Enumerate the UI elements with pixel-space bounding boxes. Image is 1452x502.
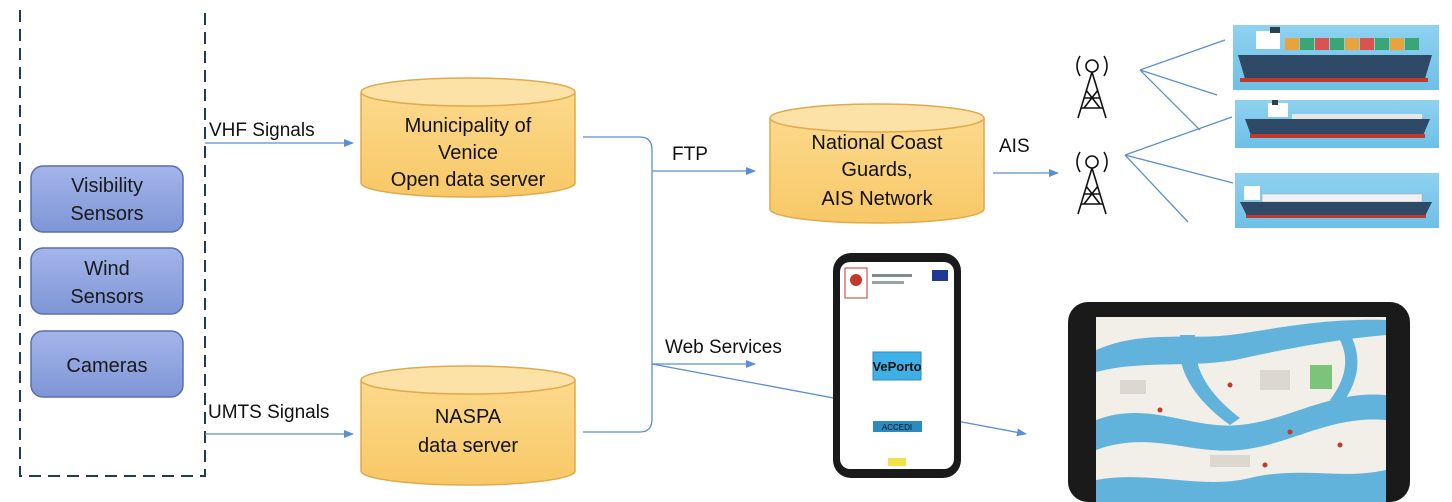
server-venice-line1: Municipality of	[405, 115, 532, 137]
antenna-tower-icon	[1076, 151, 1108, 215]
sensor-visibility-label-line2: Sensors	[70, 203, 143, 225]
server-naspa-line2: data server	[418, 435, 518, 457]
server-naspa: NASPA data server	[360, 365, 576, 486]
sensor-cameras: Cameras	[30, 330, 184, 398]
container-ship-icon	[1233, 25, 1439, 90]
sensor-visibility: Visibility Sensors	[30, 165, 184, 233]
tablet-icon	[1068, 302, 1410, 502]
sensor-wind: Wind Sensors	[30, 247, 184, 315]
sensor-wind-label-line1: Wind	[84, 258, 130, 280]
server-coast-line1: National Coast	[811, 132, 943, 154]
tanker-ship-icon	[1235, 100, 1439, 148]
sensor-wind-label-line2: Sensors	[70, 286, 143, 308]
server-coast-line3: AIS Network	[821, 188, 933, 210]
sensor-group	[19, 10, 206, 477]
cargo-ship-icon	[1235, 173, 1439, 228]
connectors	[205, 39, 1234, 438]
sensor-visibility-label-line1: Visibility	[71, 175, 143, 197]
server-coast-line2: Guards,	[841, 159, 912, 181]
server-naspa-line1: NASPA	[435, 406, 502, 428]
sensor-cameras-label: Cameras	[66, 355, 147, 377]
ais-label: AIS	[999, 136, 1030, 157]
smartphone-icon: VePorto ACCEDI	[833, 253, 961, 478]
app-name: VePorto	[872, 359, 921, 374]
web-services-label: Web Services	[665, 337, 782, 358]
venice-to-junction	[583, 136, 653, 433]
server-coast-guards: National Coast Guards, AIS Network	[769, 103, 985, 224]
ftp-label: FTP	[672, 144, 708, 165]
server-venice: Municipality of Venice Open data server	[360, 77, 576, 198]
antenna-tower-icon	[1076, 55, 1108, 119]
server-venice-line3: Open data server	[391, 169, 546, 191]
app-button-label: ACCEDI	[882, 423, 912, 432]
server-venice-line2: Venice	[438, 142, 498, 164]
vhf-signals-label: VHF Signals	[209, 120, 315, 141]
umts-signals-label: UMTS Signals	[208, 402, 329, 423]
